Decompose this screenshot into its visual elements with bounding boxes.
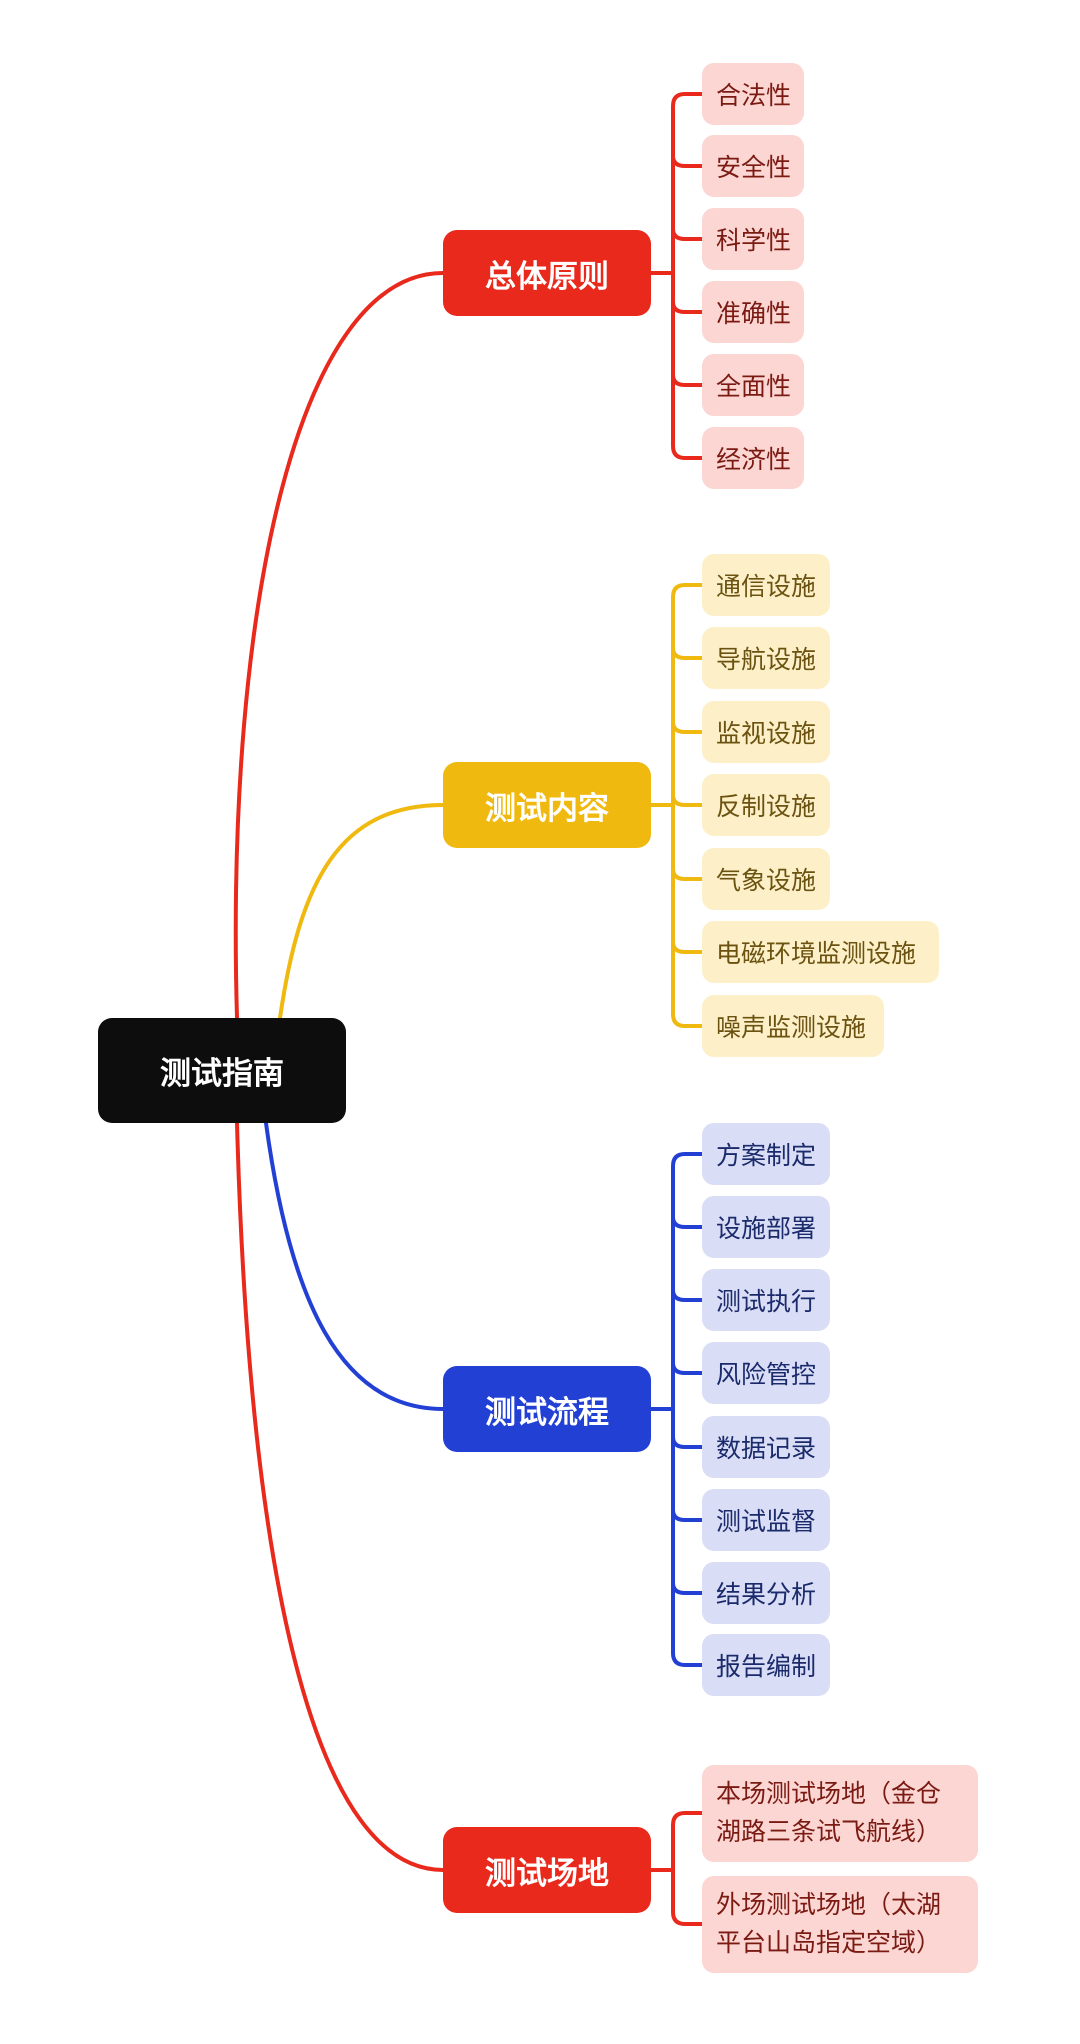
leaf-connector — [671, 720, 704, 734]
leaf-label: 导航设施 — [716, 645, 817, 674]
leaf-node[interactable]: 全面性 — [702, 354, 804, 416]
leaf-label: 报告编制 — [716, 1652, 817, 1681]
leaf-node[interactable]: 设施部署 — [702, 1196, 830, 1258]
leaf-node[interactable]: 反制设施 — [702, 774, 830, 836]
leaf-label: 电磁环境监测设施 — [716, 939, 917, 968]
leaf-node[interactable]: 测试监督 — [702, 1489, 830, 1551]
leaf-label: 测试执行 — [716, 1287, 817, 1316]
leaf-node[interactable]: 报告编制 — [702, 1634, 830, 1696]
root-connector — [278, 803, 445, 1020]
branch-label: 测试场地 — [485, 1855, 609, 1892]
leaf-label: 通信设施 — [716, 572, 817, 601]
leaf-node[interactable]: 合法性 — [702, 63, 804, 125]
leaf-connector — [671, 1581, 704, 1595]
branch-general-principles[interactable]: 总体原则 — [443, 230, 651, 316]
leaf-label: 设施部署 — [716, 1214, 817, 1243]
leaf-node[interactable]: 导航设施 — [702, 627, 830, 689]
leaf-connector — [671, 300, 704, 314]
root-connector — [235, 1121, 445, 1872]
leaf-connector — [671, 1361, 704, 1375]
leaf-connector — [671, 1215, 704, 1229]
leaf-node[interactable]: 数据记录 — [702, 1416, 830, 1478]
leaf-label: 合法性 — [716, 81, 792, 110]
leaf-label: 数据记录 — [716, 1434, 817, 1463]
leaf-node[interactable]: 本场测试场地（金仓湖路三条试飞航线） — [702, 1764, 978, 1862]
root-node[interactable]: 测试指南 — [98, 1018, 346, 1123]
leaf-node[interactable]: 安全性 — [702, 135, 804, 197]
leaf-node[interactable]: 经济性 — [702, 427, 804, 489]
leaf-connector — [671, 646, 704, 660]
leaf-label: 气象设施 — [716, 866, 817, 895]
leaf-label: 经济性 — [716, 445, 792, 474]
leaf-connector — [671, 373, 704, 387]
branch-label: 总体原则 — [485, 258, 609, 295]
leaf-node[interactable]: 科学性 — [702, 208, 804, 270]
leaf-node[interactable]: 气象设施 — [702, 848, 830, 910]
leaf-label: 结果分析 — [716, 1580, 817, 1609]
leaf-node[interactable]: 准确性 — [702, 281, 804, 343]
leaf-bracket — [671, 1811, 687, 1926]
leaf-connector — [671, 1435, 704, 1449]
leaf-node[interactable]: 噪声监测设施 — [702, 995, 884, 1057]
leaf-node[interactable]: 电磁环境监测设施 — [702, 921, 939, 983]
leaf-connector — [671, 793, 704, 807]
leaf-label: 风险管控 — [716, 1360, 817, 1389]
leaf-label: 方案制定 — [716, 1141, 817, 1170]
leaf-node[interactable]: 结果分析 — [702, 1562, 830, 1624]
leaf-node[interactable]: 风险管控 — [702, 1342, 830, 1404]
leaf-connector — [671, 1288, 704, 1302]
leaf-connector — [671, 154, 704, 168]
leaf-bracket — [671, 92, 687, 460]
leaf-connector — [671, 867, 704, 881]
leaf-label: 外场测试场地（太湖平台山岛指定空域） — [716, 1890, 942, 1957]
leaf-node[interactable]: 外场测试场地（太湖平台山岛指定空域） — [702, 1875, 978, 1973]
root-label: 测试指南 — [160, 1056, 284, 1092]
branch-test-site[interactable]: 测试场地 — [443, 1827, 651, 1913]
root-connector — [233, 271, 445, 1020]
leaf-node[interactable]: 通信设施 — [702, 554, 830, 616]
leaf-label: 安全性 — [716, 153, 792, 182]
branch-label: 测试内容 — [485, 790, 609, 827]
branch-test-process[interactable]: 测试流程 — [443, 1366, 651, 1452]
leaf-node[interactable]: 方案制定 — [702, 1123, 830, 1185]
leaf-bracket — [671, 583, 687, 1028]
leaf-connector — [671, 940, 704, 954]
leaf-node[interactable]: 监视设施 — [702, 701, 830, 763]
leaf-label: 本场测试场地（金仓湖路三条试飞航线） — [716, 1779, 942, 1846]
branch-test-content[interactable]: 测试内容 — [443, 762, 651, 848]
leaf-node[interactable]: 测试执行 — [702, 1269, 830, 1331]
leaf-label: 噪声监测设施 — [716, 1013, 867, 1042]
leaf-label: 反制设施 — [716, 792, 817, 821]
leaf-label: 全面性 — [716, 372, 792, 401]
leaf-connector — [671, 227, 704, 241]
leaf-label: 准确性 — [716, 299, 792, 328]
root-connector — [264, 1121, 445, 1411]
leaf-label: 测试监督 — [716, 1507, 817, 1536]
leaf-bracket — [671, 1152, 687, 1667]
leaf-connector — [671, 1508, 704, 1522]
branch-label: 测试流程 — [485, 1394, 609, 1431]
leaf-label: 监视设施 — [716, 719, 817, 748]
leaf-label: 科学性 — [716, 226, 792, 255]
